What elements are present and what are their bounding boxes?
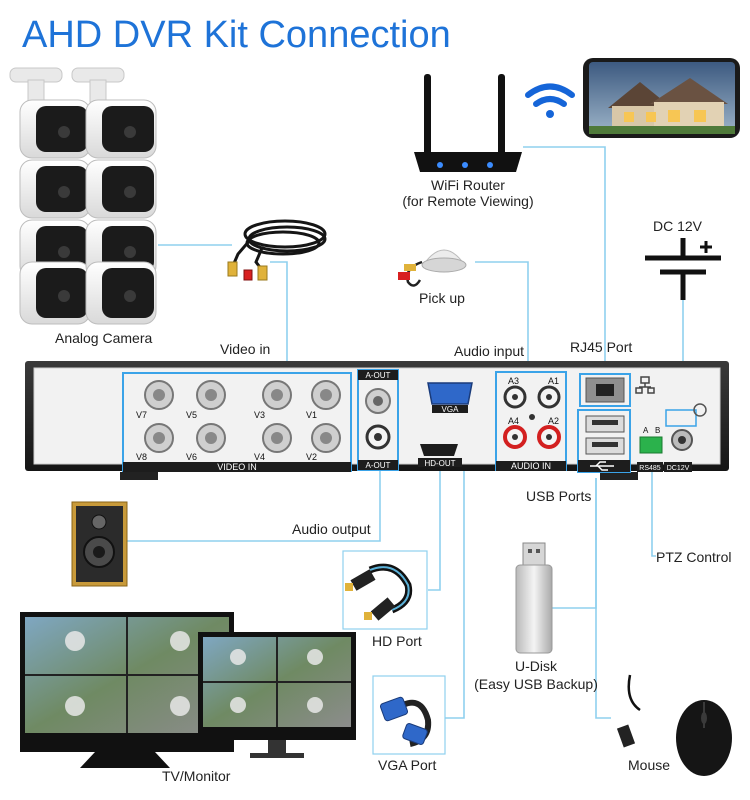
- dc12v-panel-label: DC12V: [667, 465, 690, 472]
- port-label-a3: A3: [508, 376, 519, 386]
- label-mouse: Mouse: [628, 757, 670, 773]
- vga-panel-label: VGA: [442, 405, 460, 414]
- port-label-a4: A4: [508, 416, 519, 426]
- wifi-router: [414, 74, 522, 172]
- port-label-v6: V6: [186, 452, 197, 462]
- rs485-b-label: B: [655, 426, 660, 435]
- rs485-a-label: A: [643, 426, 649, 435]
- speaker-image: [72, 502, 127, 586]
- label-audio-input: Audio input: [454, 343, 524, 359]
- wifi-icon: [528, 87, 572, 119]
- line-vga-port: [445, 468, 464, 718]
- rs485-label: RS485: [639, 465, 661, 472]
- camera-column-right: [86, 100, 156, 324]
- page-title: AHD DVR Kit Connection: [22, 14, 451, 57]
- port-label-v2: V2: [306, 452, 317, 462]
- label-video-in: Video in: [220, 341, 270, 357]
- label-hd-port: HD Port: [372, 633, 422, 649]
- port-label-a2: A2: [548, 416, 559, 426]
- analog-camera-group: [10, 68, 156, 324]
- port-label-v4: V4: [254, 452, 265, 462]
- hdmi-connector: [420, 444, 458, 456]
- bnc-cable-coil: [228, 221, 325, 280]
- label-rj45-port: RJ45 Port: [570, 339, 632, 355]
- tv-monitor-image: [20, 612, 356, 768]
- video-in-label: VIDEO IN: [217, 462, 257, 472]
- a-out-label-bottom: A-OUT: [366, 461, 391, 470]
- a-out-label-top: A-OUT: [366, 371, 391, 380]
- vga-cable-image: [373, 676, 445, 754]
- label-ptz-control: PTZ Control: [656, 549, 731, 565]
- audio-in-label: AUDIO IN: [511, 461, 551, 471]
- label-u-disk: U-Disk: [486, 658, 586, 674]
- label-wifi-router: WiFi Router: [408, 177, 528, 193]
- line-hd-port: [428, 468, 440, 590]
- vga-connector: [428, 383, 472, 404]
- battery-symbol-icon: [645, 238, 721, 300]
- line-ptz: [652, 470, 656, 556]
- label-audio-output: Audio output: [292, 521, 371, 537]
- u-disk-image: [516, 543, 552, 653]
- port-label-v5: V5: [186, 410, 197, 420]
- phone-house-image: [583, 58, 740, 138]
- hd-out-label: HD-OUT: [424, 459, 455, 468]
- port-label-v3: V3: [254, 410, 265, 420]
- port-label-a1: A1: [548, 376, 559, 386]
- line-video-in: [270, 262, 287, 374]
- camera-column-left: [20, 100, 90, 324]
- label-tv-monitor: TV/Monitor: [162, 768, 230, 784]
- port-label-v8: V8: [136, 452, 147, 462]
- port-label-v1: V1: [306, 410, 317, 420]
- label-analog-camera: Analog Camera: [55, 330, 152, 346]
- port-label-v7: V7: [136, 410, 147, 420]
- label-wifi-router-note: (for Remote Viewing): [388, 193, 548, 209]
- label-usb-ports: USB Ports: [526, 488, 591, 504]
- label-dc-12v: DC 12V: [653, 218, 702, 234]
- pickup-microphone: [398, 250, 466, 286]
- label-pick-up: Pick up: [419, 290, 465, 306]
- label-u-disk-note: (Easy USB Backup): [466, 676, 606, 692]
- hdmi-cable-image: [343, 551, 427, 629]
- label-vga-port: VGA Port: [378, 757, 436, 773]
